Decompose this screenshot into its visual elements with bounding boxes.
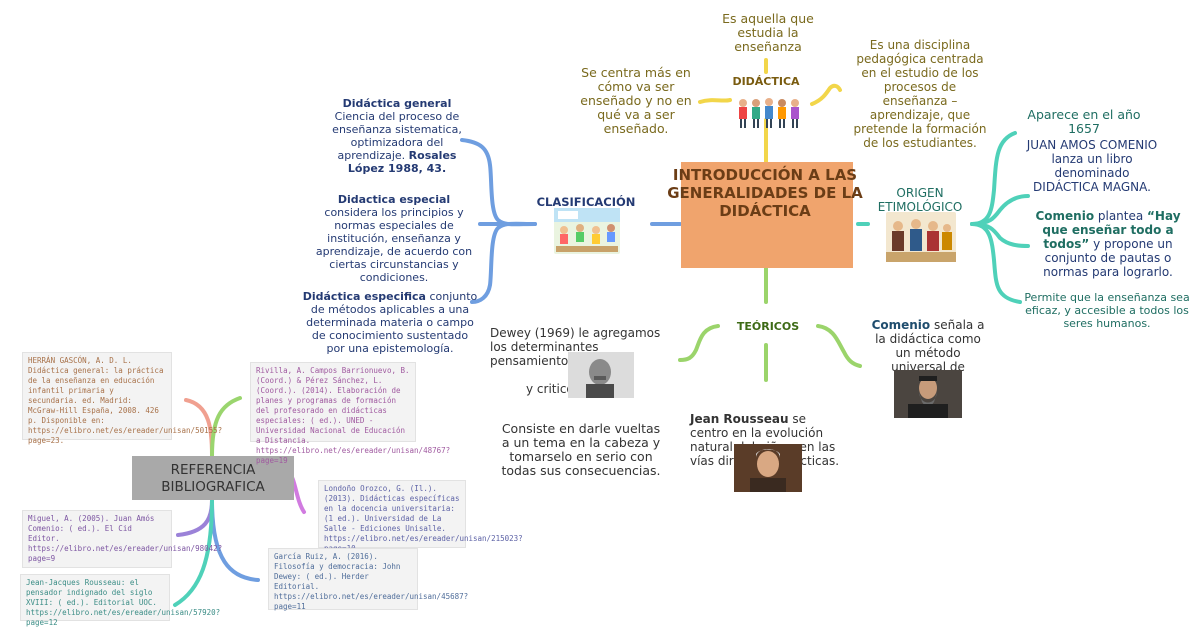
- clasificacion-label[interactable]: CLASIFICACIÓN: [536, 195, 636, 209]
- dewey-text-2: y critico: [526, 382, 574, 396]
- didactica-general-term: Didáctica general: [342, 97, 452, 110]
- origen-eficaz-text: Permite que la enseñanza sea eficaz, y a…: [1024, 291, 1190, 330]
- dewey-portrait: [568, 352, 634, 398]
- origen-year-text: Aparece en el año 1657: [1027, 107, 1141, 136]
- origen-comenio-plantea-text: Comenio plantea “Hay que enseñar todo a …: [1035, 209, 1181, 279]
- rousseau-portrait: [734, 444, 802, 492]
- didactica-especifica-text: Didáctica especifica conjunto de métodos…: [302, 290, 478, 355]
- dewey-text-3: Consiste en darle vueltas a un tema en l…: [501, 421, 661, 478]
- referencia-node[interactable]: [132, 456, 294, 500]
- origen-comenio-book-text: JUAN AMOS COMENIO lanza un libro denomin…: [1026, 138, 1158, 194]
- children-group-picture: [734, 96, 802, 130]
- reference-garcia: García Ruiz, A. (2016). Filosofía y demo…: [268, 548, 468, 611]
- origen-label[interactable]: ORIGEN ETIMOLÓGICO: [877, 186, 963, 214]
- didactica-general-text: Didáctica general Ciencia del proceso de…: [332, 97, 462, 175]
- reference-herran: HERRÁN GASCÓN, A. D. L. Didáctica genera…: [22, 352, 222, 445]
- origen-quote: “Hay que enseñar todo a todos”: [1042, 209, 1181, 251]
- didactica-especifica-term: Didáctica especifica: [302, 290, 426, 303]
- comenio-teorico-term: Comenio: [871, 318, 931, 332]
- reference-miguel: Miguel, A. (2005). Juan Amós Comenio: ( …: [22, 510, 222, 568]
- classroom-children-picture: [554, 208, 620, 254]
- central-topic[interactable]: [681, 162, 853, 268]
- teoricos-label[interactable]: TEÓRICOS: [736, 320, 800, 333]
- didactica-label[interactable]: DIDÁCTICA: [732, 75, 800, 88]
- central-title: INTRODUCCIÓN A LAS GENERALIDADES DE LA D…: [667, 166, 863, 220]
- medieval-scene-picture: [886, 212, 956, 262]
- origen-comenio-term: Comenio: [1035, 209, 1095, 223]
- didactica-especial-text: Didactica especial considera los princip…: [315, 193, 473, 284]
- didactica-top-text: Es aquella que estudia la enseñanza: [722, 11, 814, 54]
- comenio-portrait: [894, 370, 962, 418]
- didactica-general-cite: Rosales López 1988, 43.: [347, 149, 457, 175]
- rousseau-term: Jean Rousseau: [690, 412, 789, 426]
- reference-londono: Londoño Orozco, G. (Il.). (2013). Didáct…: [318, 480, 523, 553]
- didactica-left-text: Se centra más en cómo va ser enseñado y …: [580, 65, 692, 136]
- referencia-label: REFERENCIA BIBLIOGRAFICA: [161, 462, 265, 495]
- reference-rivilla: Rivilla, A. Campos Barrionuevo, B. (Coor…: [250, 362, 450, 465]
- didactica-especial-term: Didactica especial: [337, 193, 451, 206]
- reference-rousseau: Jean-Jacques Rousseau: el pensador indig…: [20, 574, 220, 627]
- didactica-right-text: Es una disciplina pedagógica centrada en…: [853, 38, 987, 150]
